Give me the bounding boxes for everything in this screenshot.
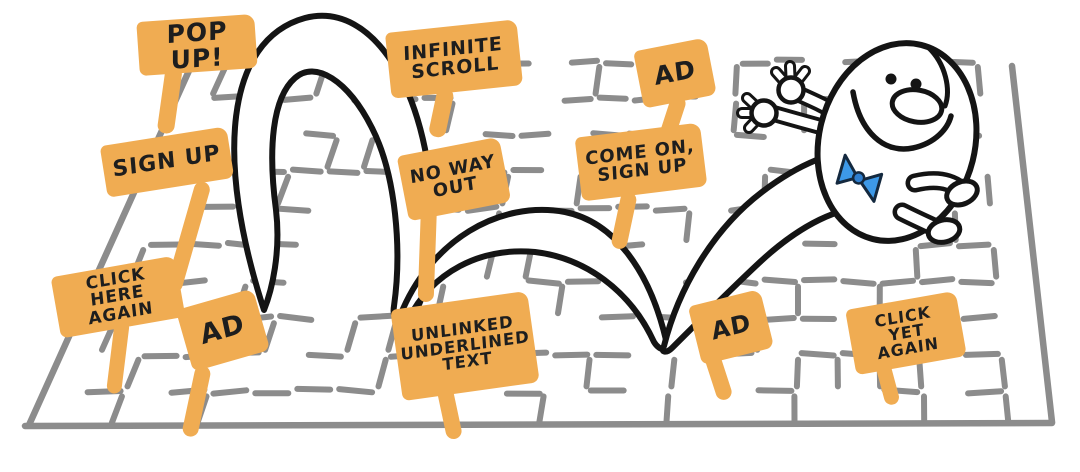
sign-label: YET AGAIN	[876, 319, 940, 364]
sign-label: POP UP!	[166, 15, 228, 74]
character-legs	[892, 171, 980, 245]
sign-unlinked-underlined-text: UNLINKED UNDERLINED TEXT	[390, 290, 540, 402]
sign-pop-up: POP UP!	[136, 13, 258, 77]
character-shoe-lower	[925, 217, 963, 245]
character-smile	[850, 89, 954, 152]
character-nose	[889, 87, 945, 125]
sign-label: TEXT	[441, 348, 493, 375]
character-eye-left	[885, 73, 897, 85]
sign-label: SIGN UP	[111, 140, 222, 183]
bow-tie-icon	[835, 153, 884, 203]
bouncing-character	[736, 40, 980, 245]
sign-label: AD	[652, 54, 698, 92]
sign-label: AD	[197, 308, 248, 352]
sign-post	[417, 205, 437, 303]
character-hand-lower	[736, 92, 779, 134]
character-body	[814, 40, 980, 244]
character-cheek-line	[925, 44, 950, 109]
character-shoe-upper	[944, 178, 980, 208]
bounce-trail	[231, 13, 879, 355]
sign-label: AD	[708, 308, 754, 346]
sign-infinite-scroll: INFINITE SCROLL	[384, 19, 524, 99]
character-hand-upper	[770, 60, 811, 105]
character-eye-right	[910, 78, 922, 90]
